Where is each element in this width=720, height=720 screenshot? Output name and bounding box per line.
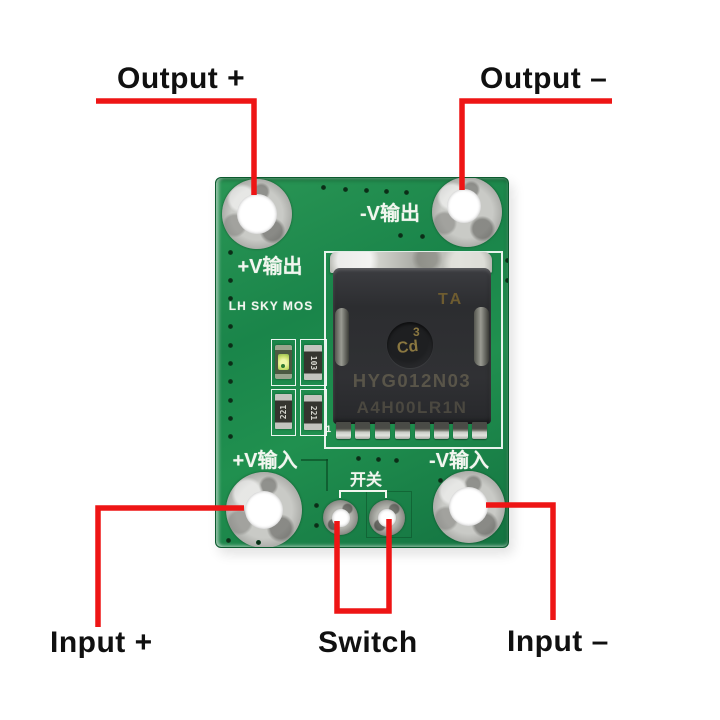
via-dot xyxy=(228,416,233,421)
via-dot xyxy=(321,185,326,190)
mosfet-solder-tab xyxy=(330,252,492,273)
via-dot xyxy=(356,456,361,461)
via-dot xyxy=(228,434,233,439)
via-dot xyxy=(376,457,381,462)
mosfet-right-notch xyxy=(474,307,489,366)
led-die xyxy=(278,354,289,370)
hole-input-minus xyxy=(449,487,488,526)
mosfet-pin xyxy=(434,422,449,439)
via-dot xyxy=(228,278,233,283)
mosfet-pin xyxy=(375,422,390,439)
smd-resistor-right: 221 xyxy=(304,395,322,430)
via-dot xyxy=(384,189,389,194)
mosfet-pin xyxy=(336,422,351,439)
via-dot xyxy=(228,343,233,348)
resistor-marking: 221 xyxy=(309,405,318,420)
label-output-plus: Output + xyxy=(117,62,246,95)
trace-line xyxy=(326,459,330,491)
hole-switch-left xyxy=(332,509,350,527)
hole-input-plus xyxy=(245,491,283,529)
label-output-minus: Output – xyxy=(480,62,608,95)
via-dot xyxy=(394,458,399,463)
via-dot xyxy=(228,379,233,384)
smd-led xyxy=(275,345,292,379)
mosfet-logo: Cd xyxy=(396,337,420,358)
silkscreen-v-input-pos: +V输入 xyxy=(232,450,298,472)
smd-outline-resistor-right xyxy=(300,389,327,436)
pcb-board: -V输出 +V输出 LH SKY MOS +V输入 -V输入 开关 3 Cd T… xyxy=(215,177,509,548)
via-dot xyxy=(228,398,233,403)
smd-outline-resistor-left xyxy=(271,389,296,436)
silkscreen-switch-bracket xyxy=(339,490,387,498)
resistor-marking: 221 xyxy=(278,404,288,419)
trace-line xyxy=(301,459,328,463)
via-dot xyxy=(364,188,369,193)
label-switch: Switch xyxy=(318,626,418,659)
via-dot xyxy=(505,258,508,263)
via-dot xyxy=(505,278,508,283)
via-dot xyxy=(228,361,233,366)
smd-outline-resistor-top xyxy=(300,339,327,386)
mosfet-chip: 3 Cd TA HYG012N03 A4H00LR1N xyxy=(333,268,491,424)
mosfet-corner-mark: TA xyxy=(438,291,465,308)
mosfet-pin xyxy=(355,422,370,439)
silkscreen-pin-one: 1 xyxy=(326,424,332,434)
mosfet-logo-top: 3 xyxy=(413,325,420,339)
via-dot xyxy=(314,523,319,528)
mosfet-left-notch xyxy=(335,308,349,366)
smd-outline-led xyxy=(271,339,296,386)
mosfet-part-number: HYG012N03 xyxy=(352,370,472,391)
mosfet-pin xyxy=(415,422,430,439)
silkscreen-switch-cn: 开关 xyxy=(349,472,383,489)
via-dot xyxy=(228,324,233,329)
via-dot xyxy=(404,190,409,195)
label-input-plus: Input + xyxy=(50,626,153,659)
silkscreen-brand: LH SKY MOS xyxy=(228,299,314,313)
via-dot xyxy=(228,250,233,255)
trace-box-switch xyxy=(366,491,412,538)
via-dot xyxy=(314,503,319,508)
silkscreen-v-output-pos: +V输出 xyxy=(237,256,303,278)
via-dot xyxy=(398,233,403,238)
via-dot xyxy=(420,234,425,239)
hole-output-minus xyxy=(447,189,481,223)
mosfet-logo-dimple: 3 Cd xyxy=(387,322,433,368)
mosfet-lot-code: A4H00LR1N xyxy=(356,398,468,417)
hole-output-plus xyxy=(237,194,277,234)
smd-resistor-left: 221 xyxy=(275,394,292,429)
led-dot xyxy=(281,364,285,368)
via-dot xyxy=(228,296,233,301)
mosfet-pin xyxy=(395,422,410,439)
silkscreen-v-input-neg: -V输入 xyxy=(429,450,489,472)
mosfet-pin xyxy=(472,422,487,439)
resistor-marking: 103 xyxy=(309,355,318,370)
mosfet-pin xyxy=(453,422,468,439)
smd-resistor-top: 103 xyxy=(304,345,322,380)
via-dot xyxy=(438,478,443,483)
silkscreen-v-output-neg: -V输出 xyxy=(360,203,420,225)
label-input-minus: Input – xyxy=(507,625,609,658)
via-dot xyxy=(256,540,261,545)
via-dot xyxy=(343,187,348,192)
via-dot xyxy=(226,538,231,543)
